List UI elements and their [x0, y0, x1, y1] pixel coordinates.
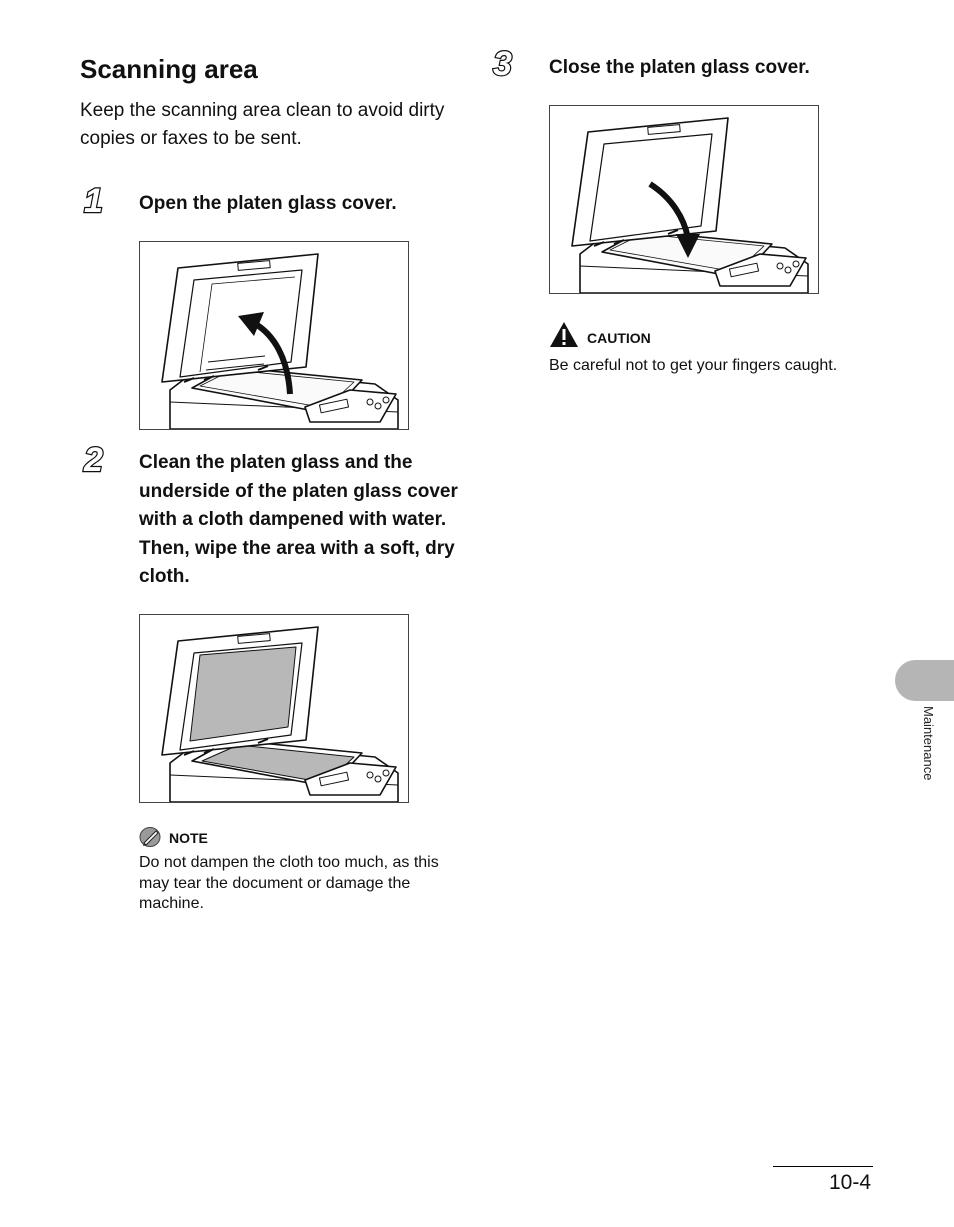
chapter-side-label: Maintenance: [921, 706, 936, 781]
close-cover-illustration: [549, 105, 819, 294]
note-heading: NOTE: [169, 830, 208, 846]
intro-text: Keep the scanning area clean to avoid di…: [80, 100, 445, 149]
open-cover-illustration: [139, 241, 409, 430]
step-3-text: Close the platen glass cover.: [549, 57, 810, 78]
step-1-number: 1: [83, 181, 104, 221]
clean-glass-illustration: [139, 614, 409, 803]
warning-triangle-icon: [549, 321, 579, 348]
pencil-note-icon: [139, 826, 163, 848]
caution-text: Be careful not to get your fingers caugh…: [549, 357, 838, 374]
step-3-number: 3: [492, 44, 513, 84]
step-1-text: Open the platen glass cover.: [139, 193, 397, 214]
step-2-number: 2: [83, 440, 104, 480]
caution-heading: CAUTION: [587, 330, 651, 346]
chapter-tab: [895, 660, 954, 701]
footer-rule: [773, 1166, 873, 1167]
step-2-text: Clean the platen glass and the underside…: [139, 452, 458, 587]
section-title: Scanning area: [80, 54, 258, 84]
page-number: 10-4: [829, 1171, 872, 1194]
note-text: Do not dampen the cloth too much, as thi…: [139, 854, 439, 912]
